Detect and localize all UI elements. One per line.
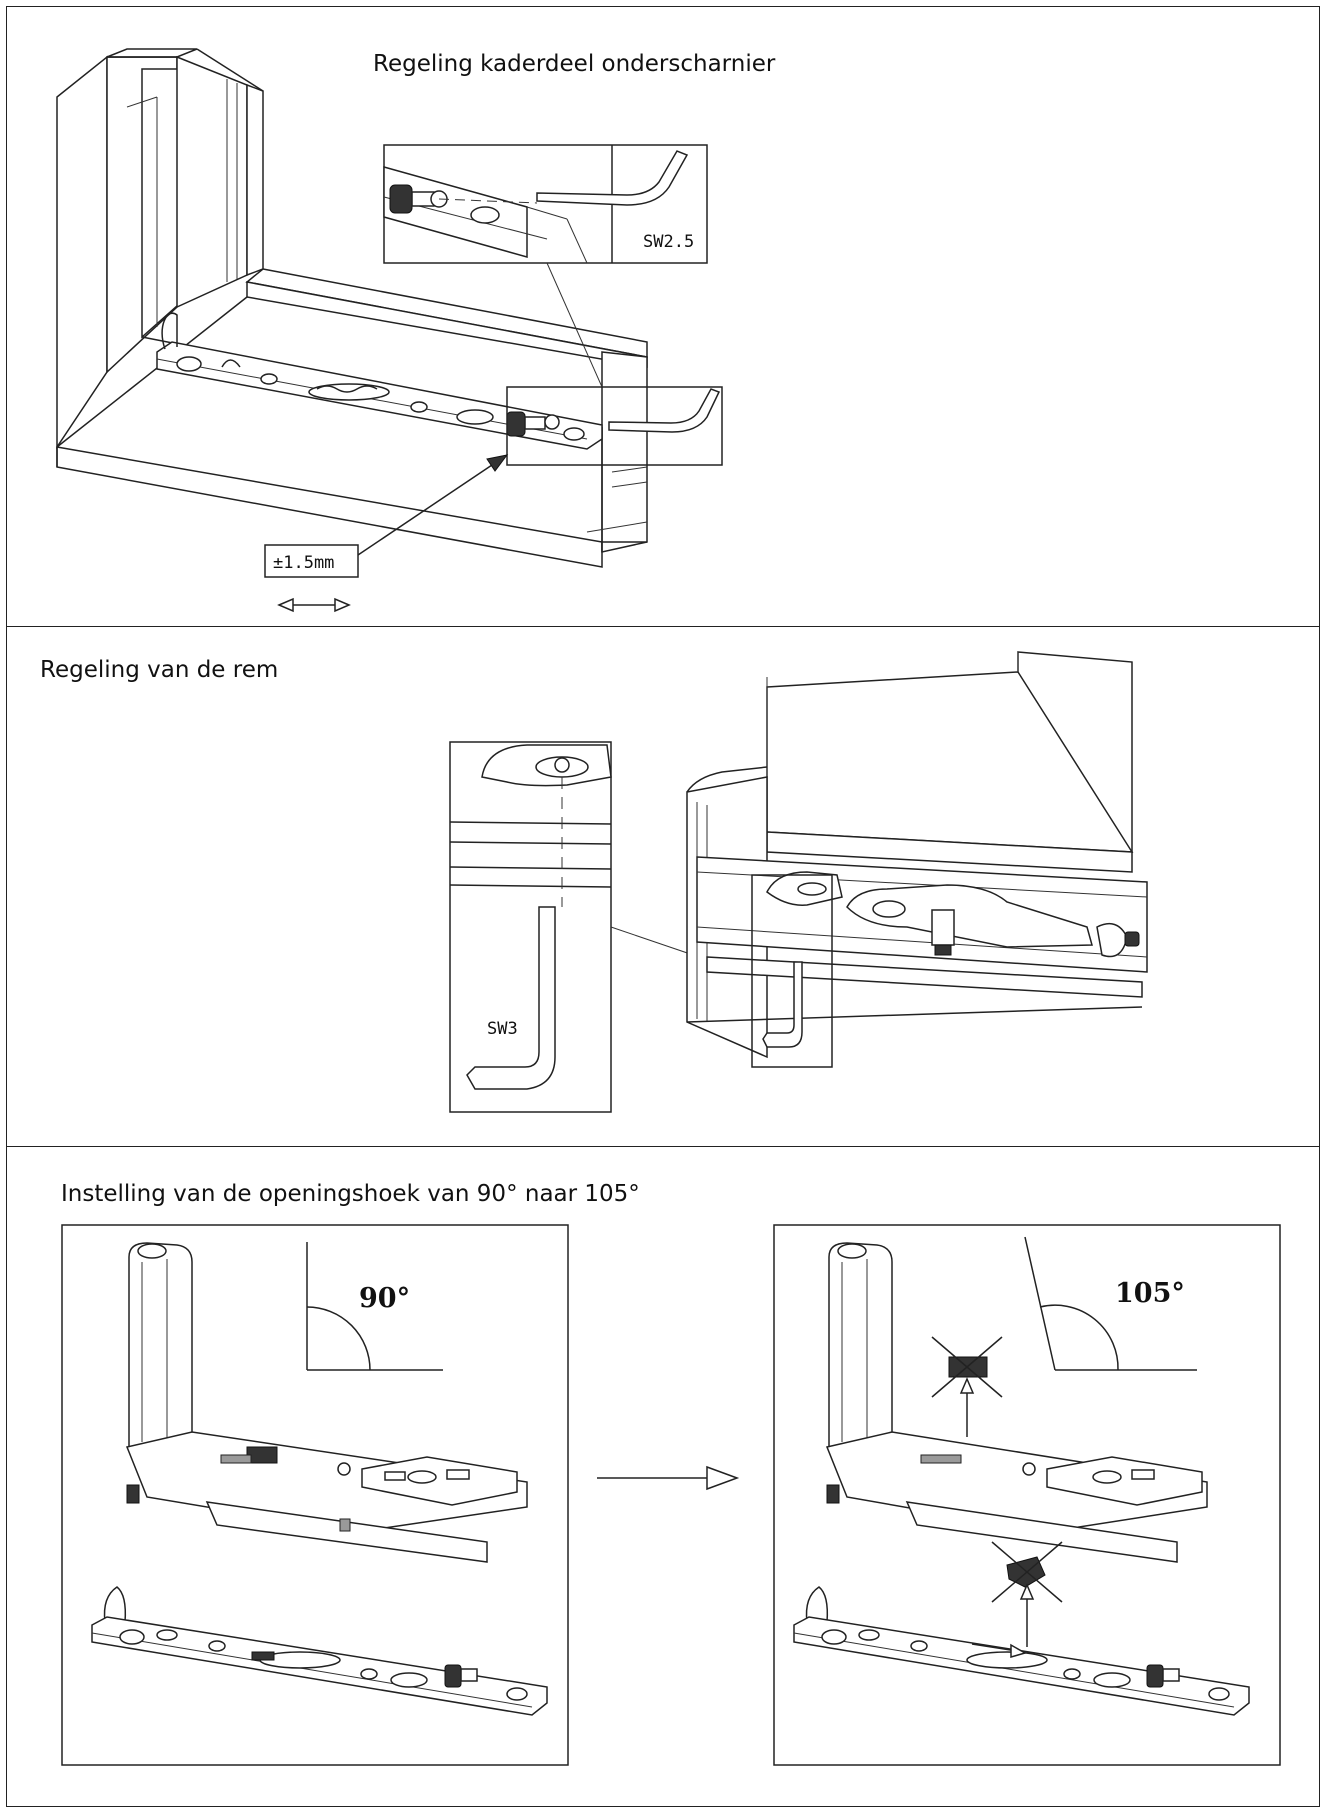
zoom-leader-line: [546, 262, 603, 388]
panel-after-105: 105°: [773, 1224, 1281, 1766]
section-frame-hinge-adjustment: Regeling kaderdeel onderscharnier: [7, 7, 1319, 627]
frame-hinge-plate: [91, 1586, 548, 1716]
removed-stop-block-2: [991, 1541, 1063, 1647]
angle-after-label: 105°: [1115, 1278, 1185, 1309]
angle-90-indicator: 90°: [306, 1242, 443, 1371]
brake-illustration: SW3: [449, 651, 1148, 1113]
vertical-frame-profile: [56, 48, 264, 450]
zoom-detail-eccentric-bolt: SW2.5: [383, 144, 708, 264]
section-title-brake: Regeling van de rem: [40, 657, 279, 683]
section-opening-angle: Instelling van de openingshoek van 90° n…: [7, 1147, 1319, 1808]
angle-before-label: 90°: [359, 1283, 410, 1314]
tolerance-label: ±1.5mm: [273, 553, 334, 573]
sash-corner-assembly: [686, 651, 1148, 1059]
transition-arrow-icon: [597, 1465, 740, 1491]
double-arrow-icon: [277, 597, 351, 613]
wrench-size-label-sw3: SW3: [487, 1019, 518, 1039]
tolerance-callout: ±1.5mm: [264, 454, 509, 578]
panel-before-90: 90°: [61, 1224, 569, 1766]
allen-key-sw3: [466, 906, 556, 1090]
zoom-detail-brake-screw: SW3: [449, 741, 612, 1113]
section-title-opening-angle: Instelling van de openingshoek van 90° n…: [61, 1181, 640, 1207]
removed-stop-block-1: [931, 1336, 1003, 1437]
hinge-plate: [156, 312, 603, 450]
instruction-sheet: Regeling kaderdeel onderscharnier: [6, 6, 1320, 1807]
wrench-size-label: SW2.5: [643, 232, 694, 252]
eccentric-bolt: [506, 411, 560, 437]
angle-105-indicator: 105°: [1024, 1236, 1197, 1371]
allen-key-sw25: [608, 388, 721, 433]
sash-hinge-part: [125, 1242, 528, 1563]
frame-hinge-plate-adjusted: [793, 1586, 1250, 1716]
section-brake-adjustment: Regeling van de rem SW3: [7, 627, 1319, 1147]
opening-angle-illustration: 90°: [61, 1224, 1281, 1766]
detail-box-marker: [506, 386, 723, 466]
section-title-frame-hinge: Regeling kaderdeel onderscharnier: [373, 51, 776, 77]
sash-hinge-part-adjusted: [825, 1242, 1208, 1563]
frame-hinge-illustration: SW2.5 ±1.5mm: [56, 48, 723, 613]
detail-box-marker-brake: [751, 874, 833, 1068]
